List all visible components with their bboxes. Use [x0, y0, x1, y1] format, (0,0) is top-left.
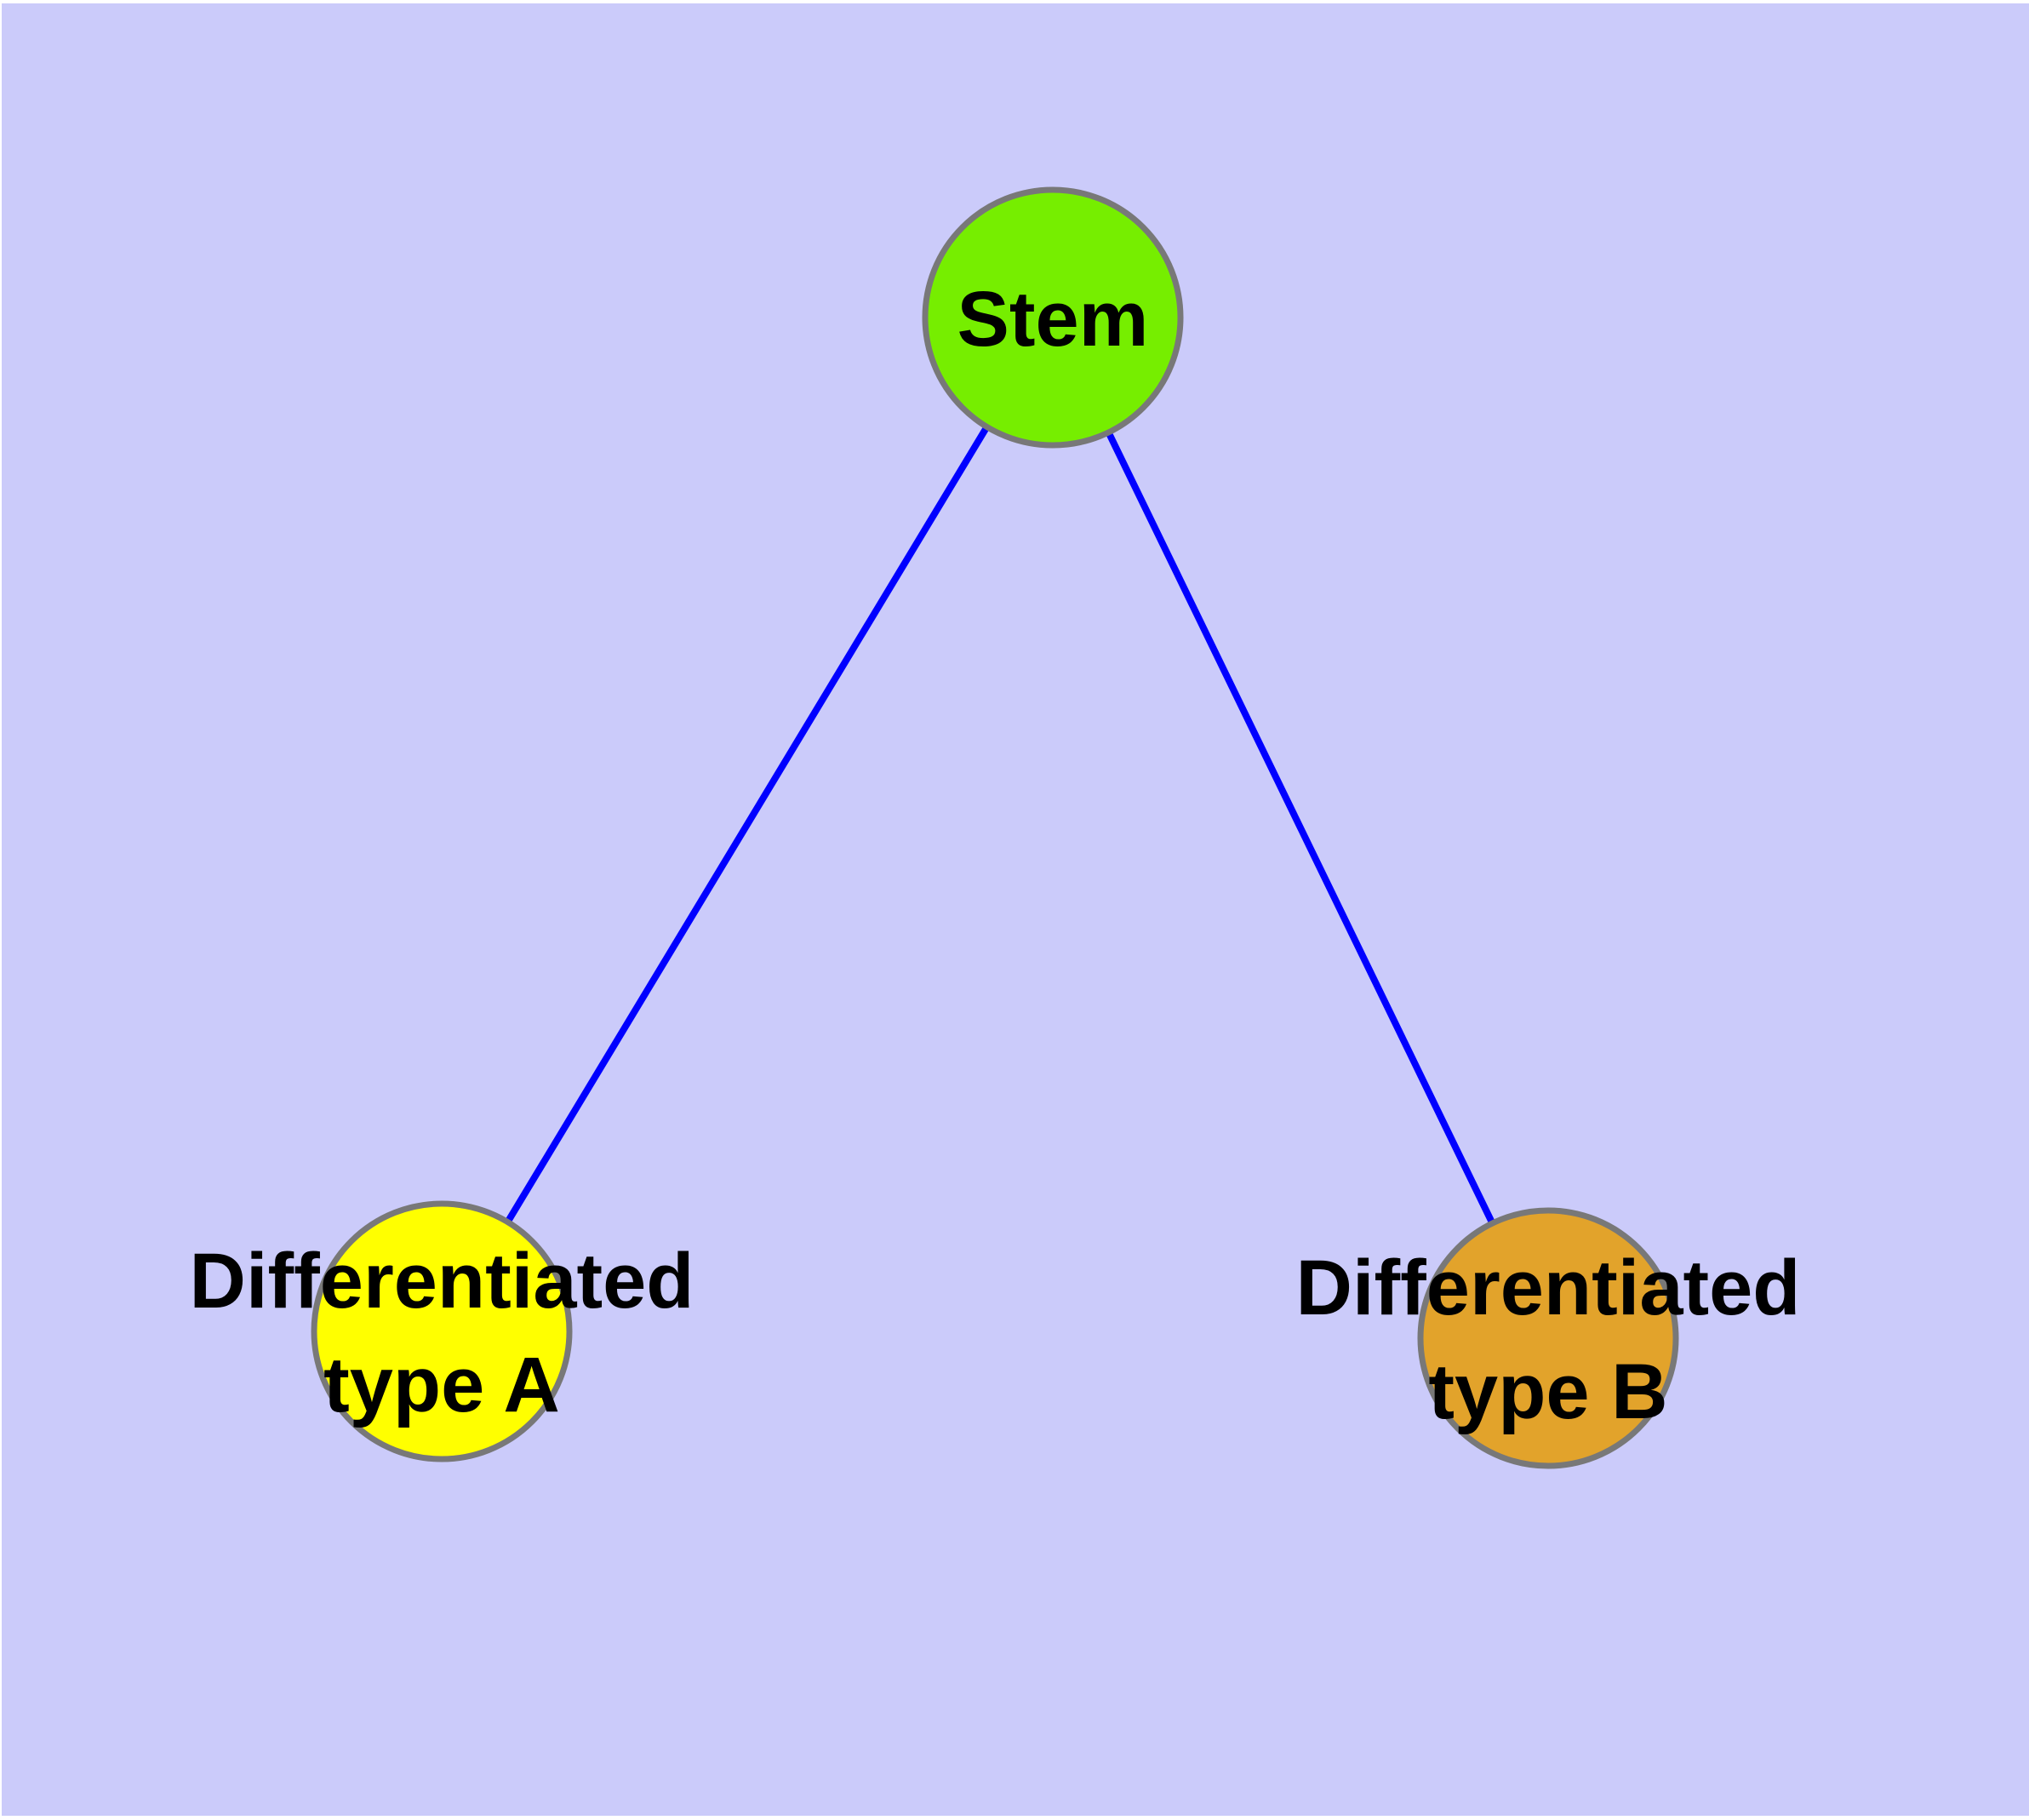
node-label-diff-type-b-line2: type B [1428, 1348, 1667, 1435]
node-stem [922, 186, 1184, 449]
node-label-stem-line1: Stem [957, 276, 1149, 363]
edge-stem-to-diff-type-a [438, 315, 1056, 1334]
node-label-diff-type-a-line2: type A [323, 1342, 560, 1428]
node-diff-type-a [311, 1200, 573, 1462]
edge-stem-to-diff-type-b [1049, 316, 1552, 1340]
node-label-diff-type-a-line1: Differentiated [190, 1238, 694, 1325]
node-diff-type-b [1417, 1207, 1679, 1469]
node-label-diff-type-b-line1: Differentiated [1296, 1245, 1801, 1331]
